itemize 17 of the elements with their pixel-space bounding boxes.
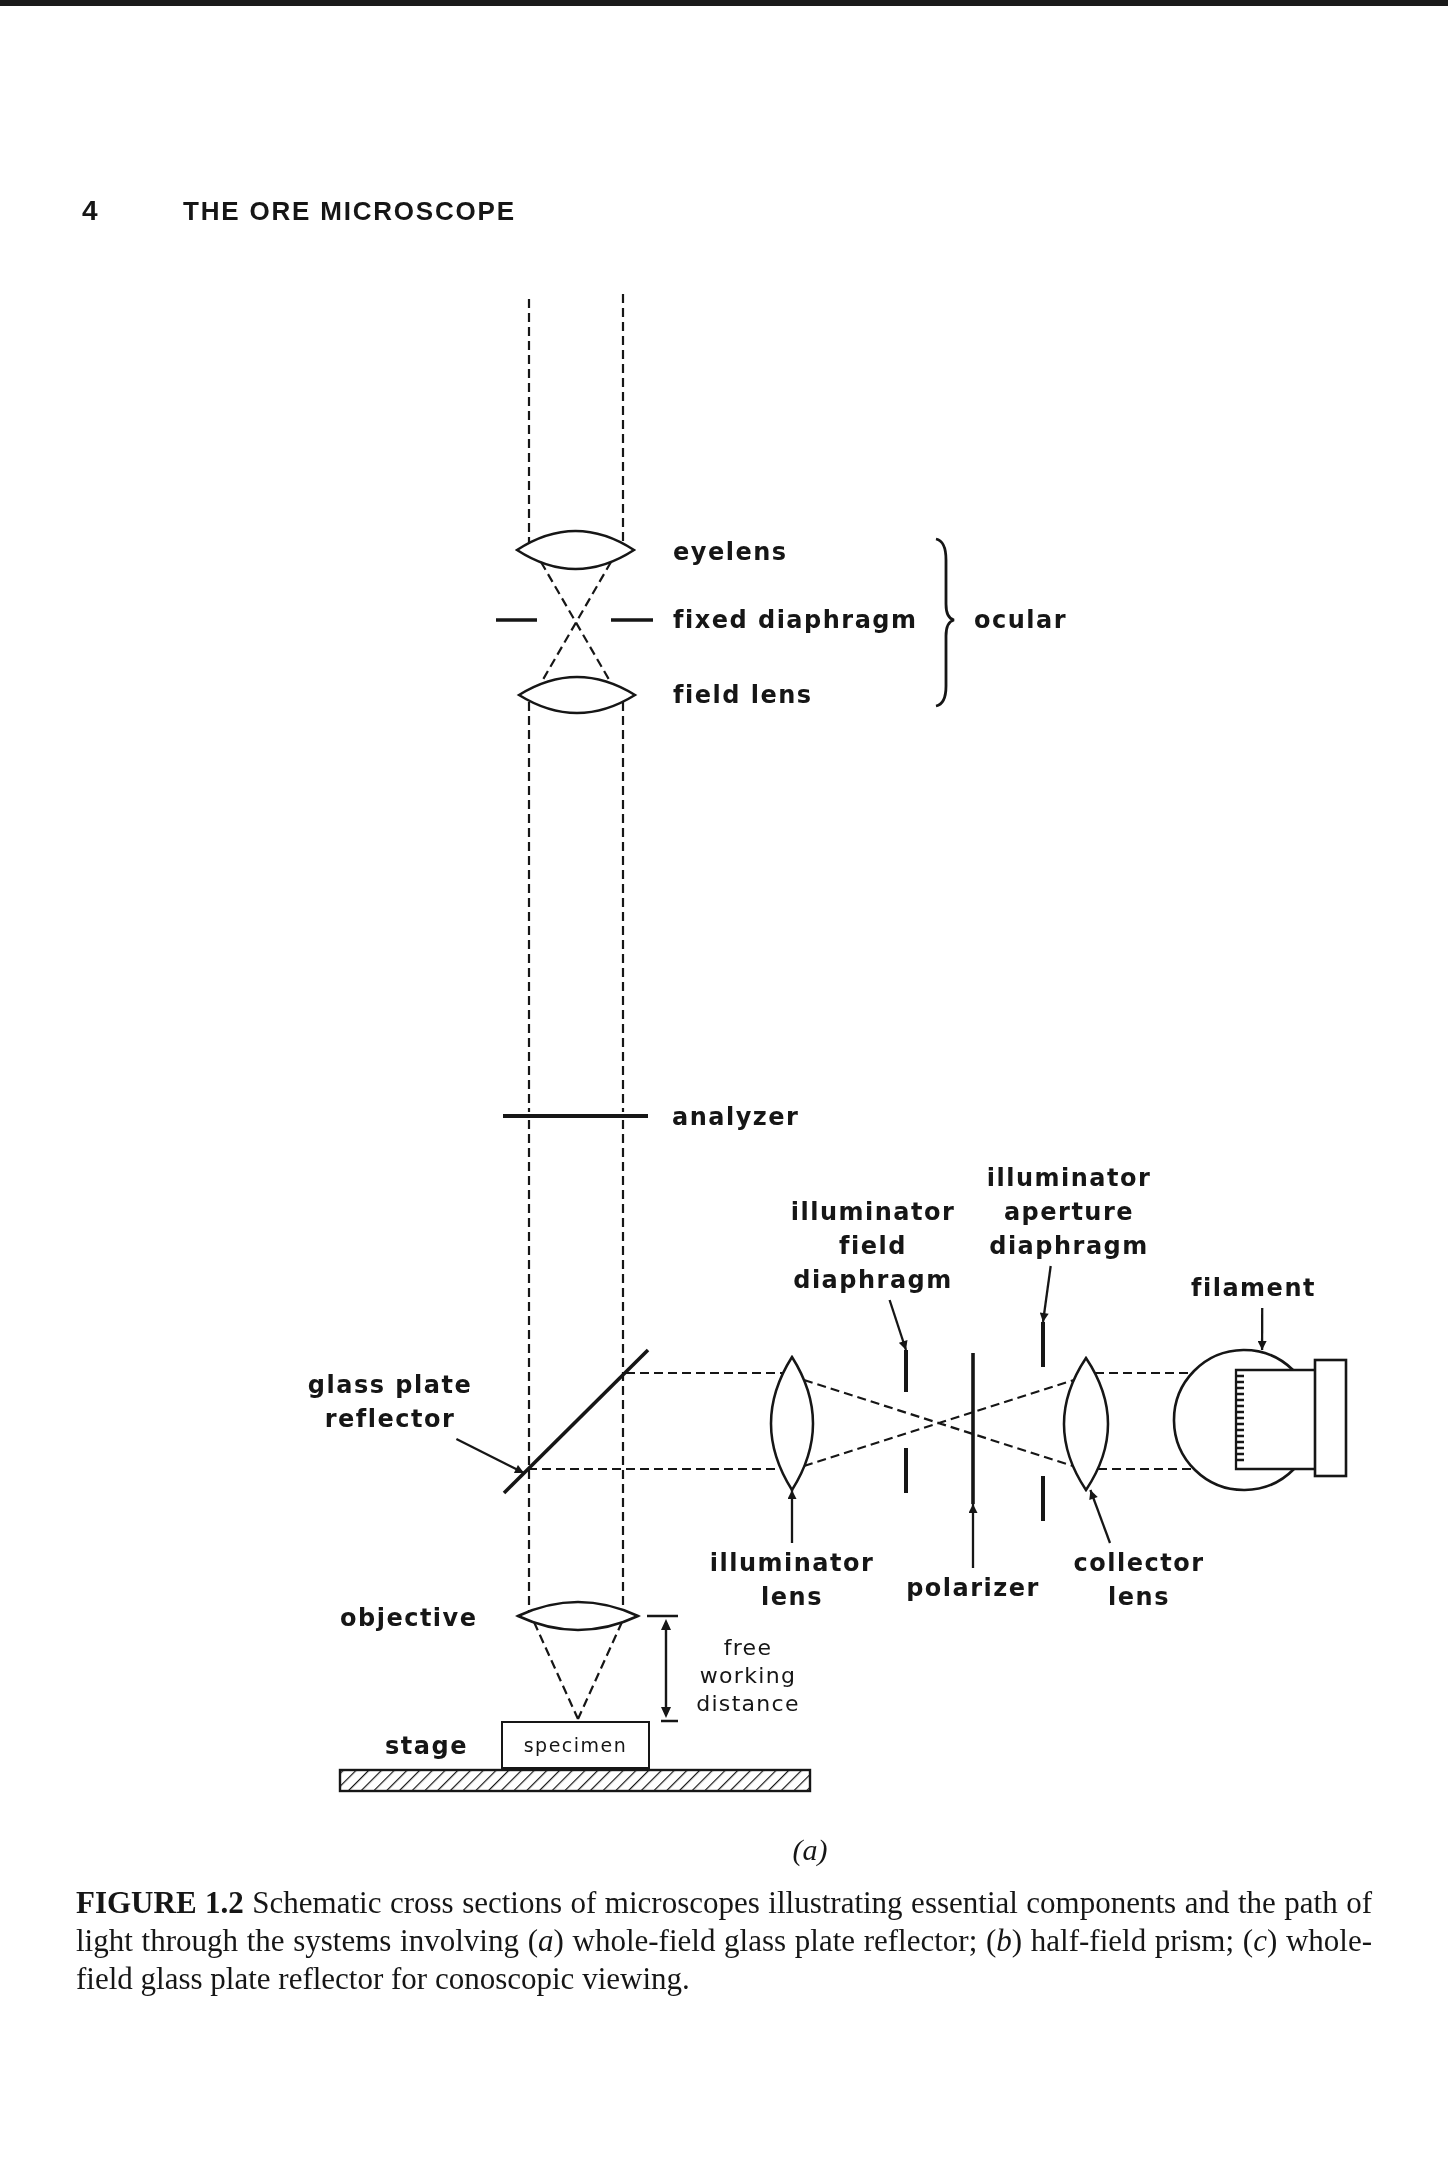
part-label: stage: [385, 1731, 468, 1762]
leader-line: [1257, 1308, 1267, 1350]
page-number: 4: [82, 194, 98, 228]
part-label: objective: [340, 1603, 478, 1634]
panel-label: (a): [792, 1832, 828, 1868]
part-label: analyzer: [672, 1102, 800, 1133]
specimen-box: specimen: [501, 1721, 650, 1769]
part-label: eyelens: [673, 537, 788, 568]
part-label: fixed diaphragm: [673, 605, 918, 636]
group-label: ocular: [974, 605, 1068, 636]
running-head: THE ORE MICROSCOPE: [183, 196, 516, 226]
lamp-symbol: [1172, 1348, 1348, 1492]
part-label: field lens: [673, 680, 813, 711]
figure-caption: FIGURE 1.2 Schematic cross sections of microscopes illustrating essential components and the path of light through the systems involving (a) whole-field glass plate reflector; (b) half-field prism; (c) whole-field glass plate reflector for conoscopic viewing.: [76, 1884, 1372, 1998]
part-label: glass plate reflector: [307, 1368, 473, 1436]
part-label: filament: [1191, 1271, 1316, 1305]
dimension-label: free working distance: [695, 1634, 801, 1718]
